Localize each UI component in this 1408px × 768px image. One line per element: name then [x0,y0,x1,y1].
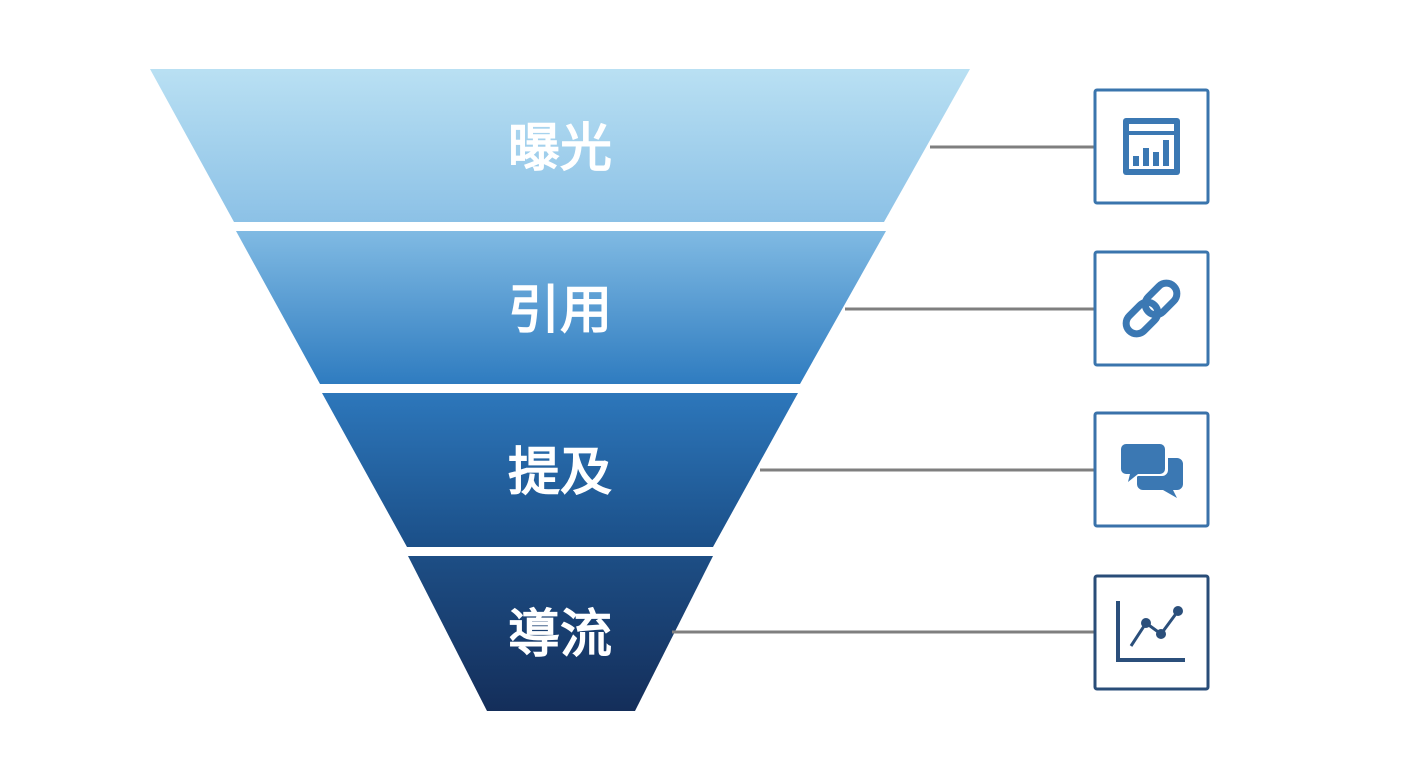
funnel-segment [236,231,886,384]
line-chart-icon [1093,574,1210,691]
funnel-segment [150,69,970,222]
funnel-stage-mention: 提及 [322,393,798,547]
funnel-stage-exposure: 曝光 [150,69,970,222]
funnel-stage-traffic: 導流 [408,556,713,711]
stage-label: 提及 [508,443,612,503]
funnel-segment [322,393,798,547]
stage-label: 曝光 [508,119,612,179]
funnel-segment [408,556,713,711]
chat-bubbles-icon [1093,411,1210,528]
bar-chart-document-icon [1093,88,1210,205]
stage-label: 導流 [508,605,612,665]
funnel-stage-citation: 引用 [236,231,886,384]
stage-label: 引用 [508,281,612,341]
chain-link-icon [1093,250,1210,367]
